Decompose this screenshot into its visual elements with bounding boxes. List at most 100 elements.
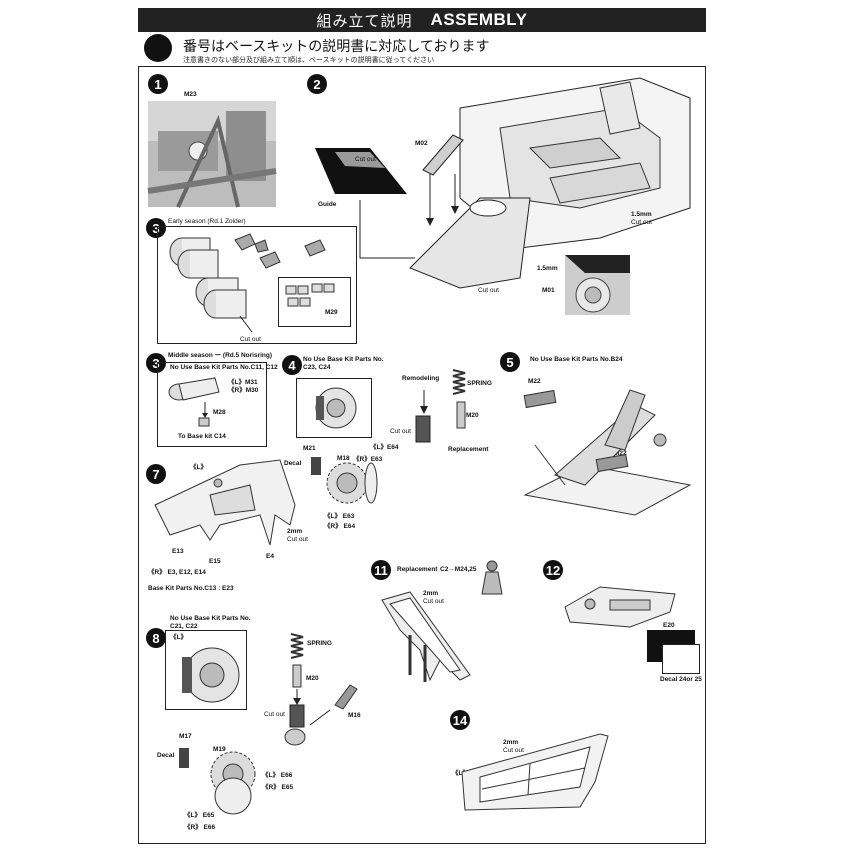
step-14-door-panel (461, 733, 609, 811)
step-4-brake-disc (315, 387, 357, 429)
step-4-part-m18: M18 (337, 455, 350, 462)
step-5-pedal-box-drawing (523, 389, 692, 516)
step-14-left: 《L》 (452, 770, 469, 777)
step-4-shock-part (415, 390, 466, 443)
step-3a-badge: 3 (146, 218, 166, 238)
step-4-note-2: C23, C24 (303, 364, 331, 371)
step-3b-right-m30: 《R》M30 (228, 387, 259, 394)
step-4-decal: Decal (284, 460, 302, 467)
step-7-dashboard-drawing (154, 459, 296, 546)
step-2-cut-out-b: Cut out (478, 287, 499, 294)
step-3a-part-m29: M29 (325, 309, 338, 316)
step-11-badge: 11 (371, 560, 391, 580)
step-4-rotor-assembly (311, 457, 378, 504)
step-12-decal-white (662, 644, 700, 674)
step-14-dim: 2mm (503, 739, 519, 746)
step-2-arrows (359, 174, 459, 259)
step-12-badge: 12 (543, 560, 563, 580)
step-8-right-e65: 《R》 E65 (262, 784, 294, 791)
step-8-part-m16: M16 (348, 712, 361, 719)
step-3a-exhaust-parts (169, 233, 326, 333)
step-4-part-m21: M21 (303, 445, 316, 452)
step-3a-box (157, 226, 357, 344)
step-8-spring: SPRING (307, 640, 332, 647)
step-12-decal-label: Decal 24or 25 (660, 676, 702, 683)
step-3a-m29-box (278, 277, 351, 327)
step-1-part-m23: M23 (184, 91, 197, 98)
step-3a-m29-parts (285, 283, 335, 307)
step-4-replacement: Replacement (448, 446, 489, 453)
step-5-note: No Use Base Kit Parts No.B24 (530, 356, 623, 363)
step-8-left-e66: 《L》 E66 (262, 772, 293, 779)
step-7-dim: 2mm (287, 528, 303, 535)
step-3b-badge: 3 (146, 353, 166, 373)
step-1-badge: 1 (148, 74, 168, 94)
step-2-car-floor-drawing (409, 77, 691, 289)
step-12-part-e20: E20 (663, 622, 675, 629)
step-7-left: 《L》 (190, 464, 207, 471)
step-3b-note: No Use Base Kit Parts No.C11, C12 (170, 364, 278, 371)
step-4-part-m20: M20 (466, 412, 479, 419)
step-4-brake-box (296, 378, 372, 438)
step-8-part-m19: M19 (213, 746, 226, 753)
step-8-part-m17: M17 (179, 733, 192, 740)
step-2-part-m02: M02 (415, 140, 428, 147)
step-8-rotor-assembly (179, 748, 256, 815)
step-2-wheel-photo (565, 255, 630, 315)
step-11-dim: 2mm (423, 590, 439, 597)
step-3b-left-m31: 《L》M31 (228, 379, 258, 386)
step-2-dim-a-note: Cut out (631, 219, 652, 226)
step-4-spring-icon (452, 369, 466, 395)
step-14-cut-out: Cut out (503, 747, 524, 754)
step-2-guide-label: Guide (318, 201, 337, 208)
step-5-part-m22-b: M22 (614, 450, 627, 457)
step-3b-part-m28: M28 (213, 409, 226, 416)
step-14-badge: 14 (450, 710, 470, 730)
step-12-dash-panel (564, 586, 676, 628)
step-3b-to-base: To Base kit C14 (178, 433, 226, 440)
step-8-right-e66: 《R》 E66 (184, 824, 216, 831)
step-1-photo (147, 101, 277, 208)
step-7-badge: 7 (146, 464, 166, 484)
step-4-badge: 4 (282, 355, 302, 375)
step-2-cut-out-a: Cut out (355, 156, 376, 163)
intro-note: 注意書きのない部分及び組み立て順は、ベースキットの説明書に従ってください (183, 56, 435, 64)
step-3b-exhaust-part (168, 377, 220, 427)
step-11-cut-out: Cut out (423, 598, 444, 605)
step-2-m02-strip (422, 134, 464, 176)
step-11-replacement: Replacement (397, 566, 438, 573)
step-3a-title: Early season (Rd.1 Zolder) (168, 218, 246, 225)
step-4-note-1: No Use Base Kit Parts No. (303, 356, 384, 363)
step-5-badge: 5 (500, 352, 520, 372)
step-5-part-m22-a: M22 (528, 378, 541, 385)
header-bar: 組み立て説明 ASSEMBLY (138, 8, 706, 32)
step-7-part-e15: E15 (209, 558, 221, 565)
step-2-guide-part (315, 148, 407, 194)
step-8-shock-part (284, 664, 358, 746)
step-11-console-drawing (381, 591, 471, 682)
step-7-right-parts: 《R》 E3, E12, E14 (148, 569, 206, 576)
step-2-part-m01: M01 (542, 287, 555, 294)
step-3b-box (157, 362, 267, 447)
step-8-part-m20: M20 (306, 675, 319, 682)
step-4-left-e63: 《L》 E63 (324, 513, 355, 520)
step-11-gear-lever (481, 560, 503, 595)
step-2-dim-b: 1.5mm (537, 265, 558, 272)
step-4-remodeling: Remodeling (402, 375, 440, 382)
step-4-right-e63: 《R》E63 (353, 456, 383, 463)
step-7-part-e13: E13 (172, 548, 184, 555)
step-8-left-e65: 《L》 E65 (184, 812, 215, 819)
step-8-decal: Decal (157, 752, 175, 759)
step-4-left-e64: 《L》E64 (370, 444, 399, 451)
step-7-cut-out: Cut out (287, 536, 308, 543)
step-4-cut-out: Cut out (390, 428, 411, 435)
step-8-spring-icon (290, 633, 304, 659)
step-8-left: 《L》 (170, 634, 187, 641)
step-11-part-map: C2→M24,25 (440, 566, 477, 573)
step-8-cut-out: Cut out (264, 711, 285, 718)
intro-text: 番号はベースキットの説明書に対応しております (183, 39, 490, 55)
instruction-frame (138, 66, 706, 844)
step-8-brake-disc (182, 647, 240, 703)
step-8-badge: 8 (146, 628, 166, 648)
step-8-note-2: C21, C22 (170, 623, 198, 630)
